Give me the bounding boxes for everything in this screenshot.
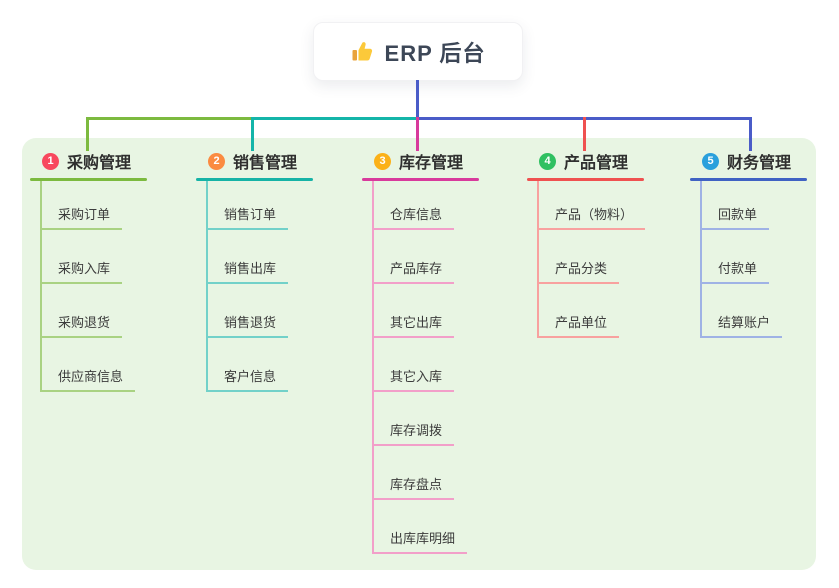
child-node: 其它入库 bbox=[374, 338, 512, 392]
branch-finance: 5 财务管理 回款单 付款单 结算账户 bbox=[690, 148, 839, 338]
root-node-label: ERP 后台 bbox=[384, 40, 486, 66]
branch-underline bbox=[196, 178, 313, 181]
child-node: 回款单 bbox=[702, 181, 839, 230]
drop-line-purchase bbox=[86, 117, 89, 151]
child-node-label[interactable]: 库存盘点 bbox=[374, 474, 455, 500]
child-node-label[interactable]: 产品（物料） bbox=[539, 204, 646, 230]
child-node: 销售出库 bbox=[208, 230, 346, 284]
child-node-label[interactable]: 产品库存 bbox=[374, 258, 455, 284]
branch-children: 回款单 付款单 结算账户 bbox=[700, 181, 839, 338]
branch-title-sales[interactable]: 2 销售管理 bbox=[196, 148, 346, 174]
child-node: 产品分类 bbox=[539, 230, 677, 284]
child-node: 库存调拨 bbox=[374, 392, 512, 446]
bus-segment-teal bbox=[252, 117, 418, 120]
child-node: 产品（物料） bbox=[539, 181, 677, 230]
child-node-label[interactable]: 其它出库 bbox=[374, 312, 455, 338]
branch-label: 销售管理 bbox=[233, 155, 298, 172]
branch-title-finance[interactable]: 5 财务管理 bbox=[690, 148, 839, 174]
branch-underline bbox=[30, 178, 147, 181]
child-node: 客户信息 bbox=[208, 338, 346, 392]
child-node: 销售退货 bbox=[208, 284, 346, 338]
child-node: 销售订单 bbox=[208, 181, 346, 230]
root-connector-line bbox=[416, 80, 419, 118]
root-node-erp[interactable]: ERP 后台 bbox=[313, 22, 523, 81]
branch-inventory: 3 库存管理 仓库信息 产品库存 其它出库 其它入库 库存调拨 库存盘点 bbox=[362, 148, 512, 554]
branch-number-badge: 3 bbox=[374, 152, 391, 170]
branch-underline bbox=[362, 178, 479, 181]
child-node-label[interactable]: 采购订单 bbox=[42, 204, 123, 230]
child-node-label[interactable]: 销售订单 bbox=[208, 204, 289, 230]
child-node-label[interactable]: 回款单 bbox=[702, 204, 770, 230]
child-node-label[interactable]: 采购退货 bbox=[42, 312, 123, 338]
branch-label: 产品管理 bbox=[564, 155, 629, 172]
child-node: 产品库存 bbox=[374, 230, 512, 284]
branch-title-inventory[interactable]: 3 库存管理 bbox=[362, 148, 512, 174]
branch-label: 库存管理 bbox=[399, 155, 464, 172]
branch-underline bbox=[527, 178, 644, 181]
child-node-label[interactable]: 产品分类 bbox=[539, 258, 620, 284]
child-node: 库存盘点 bbox=[374, 446, 512, 500]
branch-title-purchase[interactable]: 1 采购管理 bbox=[30, 148, 180, 174]
child-node-label[interactable]: 产品单位 bbox=[539, 312, 620, 338]
child-node-label[interactable]: 库存调拨 bbox=[374, 420, 455, 446]
child-node-label[interactable]: 出库库明细 bbox=[374, 528, 468, 554]
branch-title-product[interactable]: 4 产品管理 bbox=[527, 148, 677, 174]
child-node: 供应商信息 bbox=[42, 338, 180, 392]
branch-purchase: 1 采购管理 采购订单 采购入库 采购退货 供应商信息 bbox=[30, 148, 180, 392]
bus-segment-green bbox=[86, 117, 253, 120]
child-node: 采购退货 bbox=[42, 284, 180, 338]
child-node: 采购订单 bbox=[42, 181, 180, 230]
child-node: 仓库信息 bbox=[374, 181, 512, 230]
child-node: 采购入库 bbox=[42, 230, 180, 284]
child-node: 出库库明细 bbox=[374, 500, 512, 554]
child-node-label[interactable]: 其它入库 bbox=[374, 366, 455, 392]
drop-line-sales bbox=[251, 117, 254, 151]
child-node-label[interactable]: 供应商信息 bbox=[42, 366, 136, 392]
branch-number-badge: 4 bbox=[539, 152, 556, 170]
branch-underline bbox=[690, 178, 807, 181]
child-node-label[interactable]: 结算账户 bbox=[702, 312, 783, 338]
branch-label: 财务管理 bbox=[727, 155, 792, 172]
drop-line-inventory bbox=[416, 117, 419, 151]
child-node: 结算账户 bbox=[702, 284, 839, 338]
child-node-label[interactable]: 付款单 bbox=[702, 258, 770, 284]
branch-children: 销售订单 销售出库 销售退货 客户信息 bbox=[206, 181, 346, 392]
child-node-label[interactable]: 销售退货 bbox=[208, 312, 289, 338]
child-node: 付款单 bbox=[702, 230, 839, 284]
thumbs-up-icon bbox=[351, 40, 375, 64]
branch-number-badge: 5 bbox=[702, 152, 719, 170]
child-node-label[interactable]: 销售出库 bbox=[208, 258, 289, 284]
child-node-label[interactable]: 仓库信息 bbox=[374, 204, 455, 230]
branch-number-badge: 1 bbox=[42, 152, 59, 170]
child-node-label[interactable]: 客户信息 bbox=[208, 366, 289, 392]
branch-product: 4 产品管理 产品（物料） 产品分类 产品单位 bbox=[527, 148, 677, 338]
branch-number-badge: 2 bbox=[208, 152, 225, 170]
branch-children: 仓库信息 产品库存 其它出库 其它入库 库存调拨 库存盘点 出库库明细 bbox=[372, 181, 512, 554]
child-node: 其它出库 bbox=[374, 284, 512, 338]
branch-sales: 2 销售管理 销售订单 销售出库 销售退货 客户信息 bbox=[196, 148, 346, 392]
drop-line-finance bbox=[749, 117, 752, 151]
child-node-label[interactable]: 采购入库 bbox=[42, 258, 123, 284]
branch-children: 采购订单 采购入库 采购退货 供应商信息 bbox=[40, 181, 180, 392]
branch-label: 采购管理 bbox=[67, 155, 132, 172]
drop-line-product bbox=[583, 117, 586, 151]
branch-children: 产品（物料） 产品分类 产品单位 bbox=[537, 181, 677, 338]
child-node: 产品单位 bbox=[539, 284, 677, 338]
